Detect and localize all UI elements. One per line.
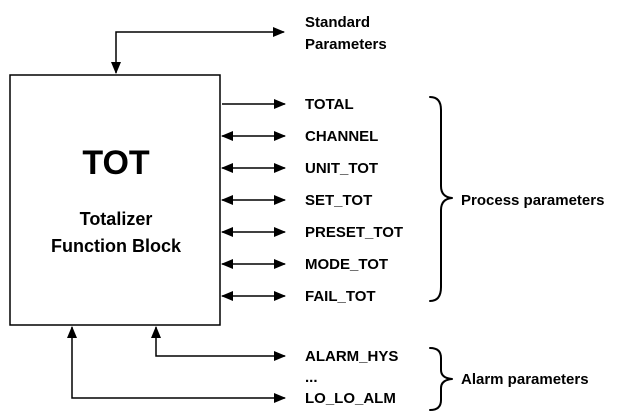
process-param-fail-tot: FAIL_TOT xyxy=(305,288,376,305)
alarm-last-label: LO_LO_ALM xyxy=(305,390,396,407)
alarm-first-label: ALARM_HYS xyxy=(305,348,398,365)
alarm-ellipsis-label: ... xyxy=(305,369,318,386)
lo-lo-alm-connector xyxy=(67,326,286,403)
process-param-unit-tot: UNIT_TOT xyxy=(305,160,378,177)
process-param-channel: CHANNEL xyxy=(305,128,378,145)
alarm-parameters-brace xyxy=(429,347,453,411)
standard-parameters-label-line1: Standard xyxy=(305,14,370,31)
block-name: TOT xyxy=(82,144,150,182)
process-parameters-group: TOTAL CHANNEL UNIT_TOT SET_TOT PRESET_TOT MOD… xyxy=(221,96,403,305)
function-block-box xyxy=(9,74,221,326)
alarm-hys-connector xyxy=(151,326,286,361)
process-parameters-brace xyxy=(429,96,453,302)
process-param-mode-tot: MODE_TOT xyxy=(305,256,388,273)
process-param-total: TOTAL xyxy=(305,96,354,113)
process-param-set-tot: SET_TOT xyxy=(305,192,372,209)
block-title-line2: Function Block xyxy=(51,236,182,256)
standard-parameters-connector xyxy=(111,27,285,74)
standard-parameters-label-line2: Parameters xyxy=(305,36,387,53)
alarm-parameters-label: Alarm parameters xyxy=(461,371,589,388)
block-title-line1: Totalizer xyxy=(80,209,153,229)
process-param-preset-tot: PRESET_TOT xyxy=(305,224,403,241)
process-parameters-label: Process parameters xyxy=(461,192,604,209)
